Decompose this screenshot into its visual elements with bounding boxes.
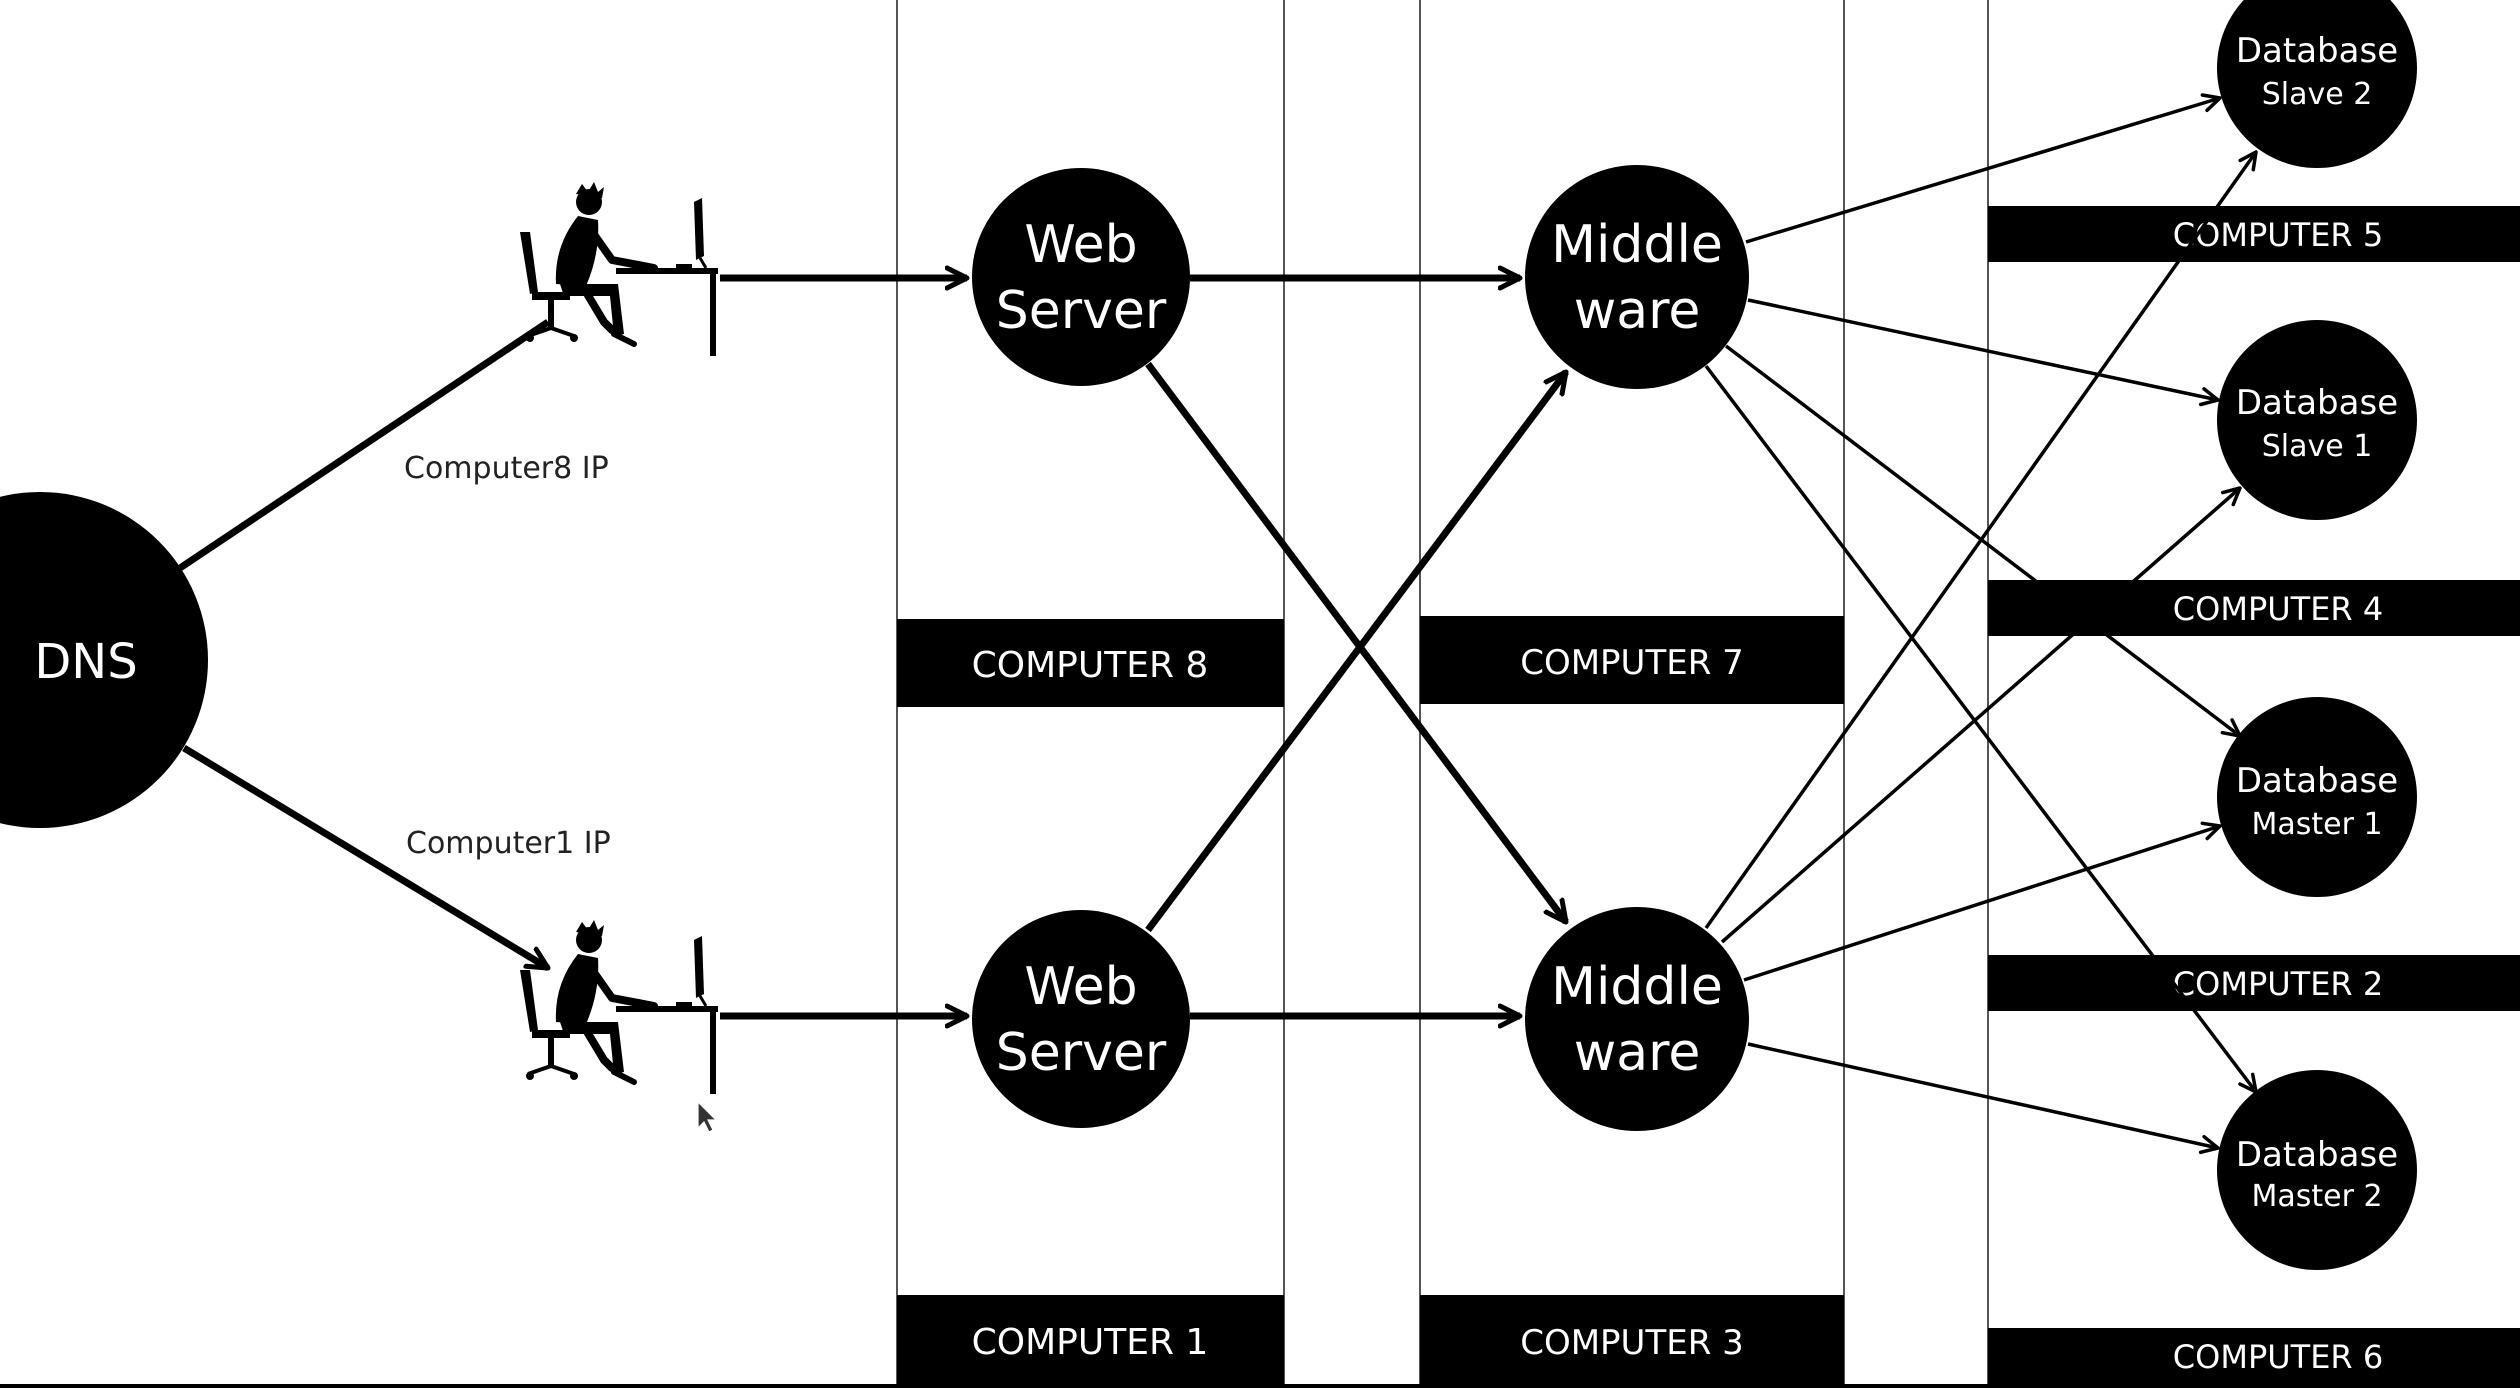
computer-5-label: COMPUTER 5 [1988, 206, 2520, 262]
node-label-line: ware [1574, 1023, 1701, 1083]
computer-8-label: COMPUTER 8 [897, 619, 1284, 707]
middleware-bottom-node: Middle ware [1525, 907, 1749, 1131]
computer-2-label: COMPUTER 2 [1988, 955, 2520, 1011]
node-label-line: Server [996, 281, 1167, 341]
arrow-mw-bottom-to-master1 [1743, 821, 2222, 982]
arrow-mw-top-to-master1 [1724, 344, 2242, 738]
node-label-line: Slave 2 [2262, 77, 2373, 112]
database-slave-2-node: Database Slave 2 [2217, 0, 2417, 168]
svg-text:COMPUTER 8: COMPUTER 8 [972, 645, 1209, 686]
computer-4-label: COMPUTER 4 [1988, 580, 2520, 636]
connectors [178, 93, 2258, 1155]
node-label-line: Database [2236, 761, 2398, 801]
node-label-line: ware [1574, 281, 1701, 341]
web-server-bottom-node: Web Server [972, 910, 1190, 1128]
arrow-mw-bottom-to-slave2 [1704, 150, 2258, 930]
arrow-dns-to-user-top [178, 319, 550, 571]
computer-1-label: COMPUTER 1 [897, 1295, 1284, 1388]
computer-6-label: COMPUTER 6 [1988, 1328, 2520, 1388]
svg-text:COMPUTER 5: COMPUTER 5 [2173, 216, 2383, 254]
node-label-line: Web [1024, 215, 1137, 275]
web-server-top-node: Web Server [972, 168, 1190, 386]
node-label-line: Database [2236, 383, 2398, 423]
svg-text:COMPUTER 6: COMPUTER 6 [2173, 1338, 2383, 1376]
svg-text:COMPUTER 4: COMPUTER 4 [2173, 590, 2383, 628]
node-label-line: Middle [1551, 957, 1723, 1017]
svg-text:COMPUTER 2: COMPUTER 2 [2173, 965, 2383, 1003]
computer-3-label: COMPUTER 3 [1420, 1295, 1844, 1388]
node-label-line: Web [1024, 957, 1137, 1017]
svg-text:COMPUTER 1: COMPUTER 1 [972, 1322, 1209, 1363]
arrow-mw-bottom-to-master2 [1747, 1042, 2220, 1155]
computer-7-label: COMPUTER 7 [1420, 616, 1844, 704]
database-master-2-node: Database Master 2 [2217, 1070, 2417, 1270]
dns-label: DNS [34, 634, 137, 690]
dns-node: DNS [0, 492, 208, 828]
arrow-web-top-to-mw-bottom [1145, 361, 1569, 922]
node-label-line: Master 2 [2251, 1179, 2382, 1214]
computer-label-bars: COMPUTER 8 COMPUTER 7 COMPUTER 1 COMPUTE… [897, 206, 2520, 1388]
person-at-computer-icon [520, 920, 718, 1094]
arrow-mw-top-to-slave2 [1745, 93, 2222, 244]
node-label-line: Master 1 [2251, 807, 2382, 842]
database-slave-1-node: Database Slave 1 [2217, 320, 2417, 520]
node-label-line: Database [2236, 31, 2398, 71]
arrow-mw-top-to-master2 [1704, 364, 2258, 1094]
svg-text:COMPUTER 3: COMPUTER 3 [1520, 1323, 1744, 1363]
node-label-line: Middle [1551, 215, 1723, 275]
middleware-top-node: Middle ware [1525, 165, 1749, 389]
arrow-dns-to-user-bottom [182, 745, 548, 971]
arrow-mw-bottom-to-slave1 [1720, 486, 2242, 944]
ip-label-computer8: Computer8 IP [404, 451, 609, 486]
svg-text:COMPUTER 7: COMPUTER 7 [1520, 643, 1744, 683]
node-label-line: Slave 1 [2262, 429, 2373, 464]
database-master-1-node: Database Master 1 [2217, 697, 2417, 897]
ip-label-computer1: Computer1 IP [406, 826, 611, 861]
arrow-mw-top-to-slave1 [1747, 298, 2220, 407]
person-at-computer-icon [520, 182, 718, 356]
arrow-web-bottom-to-mw-top [1145, 372, 1569, 933]
node-label-line: Server [996, 1023, 1167, 1083]
node-label-line: Database [2236, 1135, 2398, 1175]
mouse-cursor-icon [697, 1100, 718, 1133]
